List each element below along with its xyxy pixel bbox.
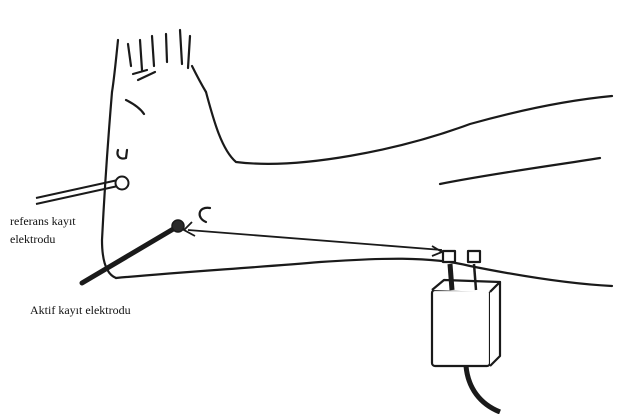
arm-outline-back [102, 92, 116, 278]
elbow-mark [117, 150, 127, 159]
reference-electrode-label-line2: elektrodu [10, 232, 55, 246]
hand-detail [126, 100, 144, 114]
arm-outline-lower [116, 259, 612, 286]
reference-electrode [36, 177, 129, 205]
small-curve [200, 208, 210, 222]
hand-sketch [112, 30, 206, 92]
forearm-crease-line [440, 158, 600, 184]
reference-electrode-label-line1: referans kayıt [10, 214, 76, 228]
arm-outline-upper [206, 92, 612, 164]
signal-arrow [184, 222, 442, 256]
stimulator-device [432, 251, 500, 412]
active-electrode-label: Aktif kayıt elektrodu [30, 303, 131, 317]
